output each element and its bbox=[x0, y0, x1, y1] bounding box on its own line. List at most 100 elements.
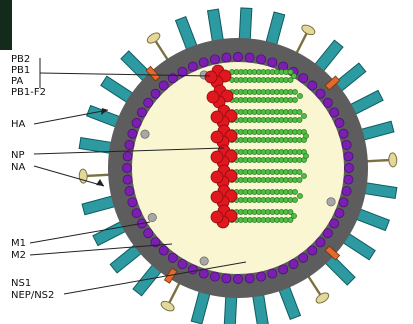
matrix-bead bbox=[344, 163, 353, 172]
matrix-bead bbox=[339, 198, 348, 207]
matrix-bead bbox=[128, 129, 137, 138]
na-head bbox=[388, 153, 397, 167]
np-bead bbox=[292, 189, 297, 194]
matrix-bead bbox=[299, 253, 308, 262]
label-na: NA bbox=[11, 162, 25, 173]
matrix-bead bbox=[125, 140, 134, 149]
matrix-bead bbox=[199, 58, 208, 67]
ha-spike bbox=[239, 8, 252, 43]
matrix-bead bbox=[279, 265, 288, 274]
matrix-bead bbox=[233, 274, 242, 283]
na-head bbox=[146, 31, 162, 45]
arrowhead-na bbox=[96, 179, 104, 186]
matrix-bead bbox=[268, 269, 277, 278]
label-m1: M1 bbox=[11, 238, 26, 249]
matrix-bead bbox=[245, 53, 254, 62]
np-bead bbox=[301, 113, 306, 118]
label-ha: HA bbox=[11, 119, 26, 130]
np-bead bbox=[291, 213, 296, 218]
matrix-bead bbox=[125, 186, 134, 195]
np-bead bbox=[303, 153, 308, 158]
matrix-bead bbox=[210, 55, 219, 64]
na-stalk bbox=[86, 174, 110, 178]
np-bead bbox=[297, 177, 302, 182]
np-bead bbox=[292, 89, 297, 94]
matrix-bead bbox=[256, 55, 265, 64]
np-bead bbox=[297, 93, 302, 98]
matrix-bead bbox=[342, 140, 351, 149]
label-ns1: NS1 bbox=[11, 278, 31, 289]
matrix-bead bbox=[245, 274, 254, 283]
np-bead bbox=[301, 173, 306, 178]
matrix-bead bbox=[335, 209, 344, 218]
label-np: NP bbox=[11, 150, 25, 161]
label-pb2: PB2 bbox=[11, 54, 30, 65]
na-head bbox=[160, 299, 176, 312]
np-bead bbox=[297, 193, 302, 198]
matrix-bead bbox=[222, 274, 231, 283]
matrix-bead bbox=[335, 118, 344, 127]
matrix-bead bbox=[188, 265, 197, 274]
matrix-bead bbox=[323, 229, 332, 238]
np-bead bbox=[291, 73, 296, 78]
matrix-bead bbox=[123, 152, 132, 161]
matrix-bead bbox=[233, 52, 242, 61]
m1-dot bbox=[148, 213, 156, 221]
na-head bbox=[300, 23, 316, 36]
m1-dot bbox=[200, 257, 208, 265]
matrix-bead bbox=[144, 98, 153, 107]
matrix-bead bbox=[188, 62, 197, 71]
matrix-bead bbox=[159, 81, 168, 90]
matrix-bead bbox=[132, 118, 141, 127]
matrix-bead bbox=[159, 246, 168, 255]
matrix-bead bbox=[222, 53, 231, 62]
na-spike bbox=[79, 168, 111, 184]
label-pb1-f2: PB1-F2 bbox=[11, 87, 46, 98]
label-nep-ns2: NEP/NS2 bbox=[11, 290, 54, 301]
matrix-bead bbox=[144, 229, 153, 238]
polymerase-subunit bbox=[205, 71, 217, 83]
matrix-bead bbox=[344, 152, 353, 161]
na-stalk bbox=[307, 275, 322, 296]
label-pb1: PB1 bbox=[11, 65, 30, 76]
matrix-bead bbox=[339, 129, 348, 138]
np-bead bbox=[303, 133, 308, 138]
matrix-bead bbox=[323, 98, 332, 107]
na-spike bbox=[365, 153, 397, 169]
na-stalk bbox=[168, 282, 181, 304]
polymerase-subunit bbox=[211, 111, 223, 123]
matrix-bead bbox=[308, 246, 317, 255]
polymerase-subunit bbox=[207, 91, 219, 103]
matrix-bead bbox=[299, 74, 308, 83]
matrix-bead bbox=[137, 108, 146, 117]
matrix-bead bbox=[330, 219, 339, 228]
na-stalk bbox=[154, 40, 169, 61]
m1-dot bbox=[141, 130, 149, 138]
np-bead bbox=[297, 109, 302, 114]
na-head bbox=[314, 291, 330, 305]
polymerase-subunit bbox=[211, 171, 223, 183]
matrix-bead bbox=[289, 260, 298, 269]
matrix-bead bbox=[308, 81, 317, 90]
polymerase-subunit bbox=[211, 191, 223, 203]
matrix-bead bbox=[122, 163, 131, 172]
matrix-bead bbox=[123, 175, 132, 184]
label-pa: PA bbox=[11, 76, 23, 87]
matrix-bead bbox=[256, 272, 265, 281]
matrix-bead bbox=[210, 272, 219, 281]
np-bead bbox=[292, 97, 297, 102]
na-stalk bbox=[295, 32, 308, 54]
m1-dot bbox=[327, 198, 335, 206]
polymerase-subunit bbox=[211, 131, 223, 143]
matrix-bead bbox=[316, 89, 325, 98]
polymerase-subunit bbox=[211, 211, 223, 223]
matrix-bead bbox=[151, 89, 160, 98]
np-bead bbox=[297, 169, 302, 174]
matrix-bead bbox=[344, 175, 353, 184]
np-bead bbox=[297, 117, 302, 122]
matrix-bead bbox=[128, 198, 137, 207]
ha-spike bbox=[224, 294, 237, 324]
matrix-bead bbox=[316, 238, 325, 247]
matrix-bead bbox=[342, 186, 351, 195]
